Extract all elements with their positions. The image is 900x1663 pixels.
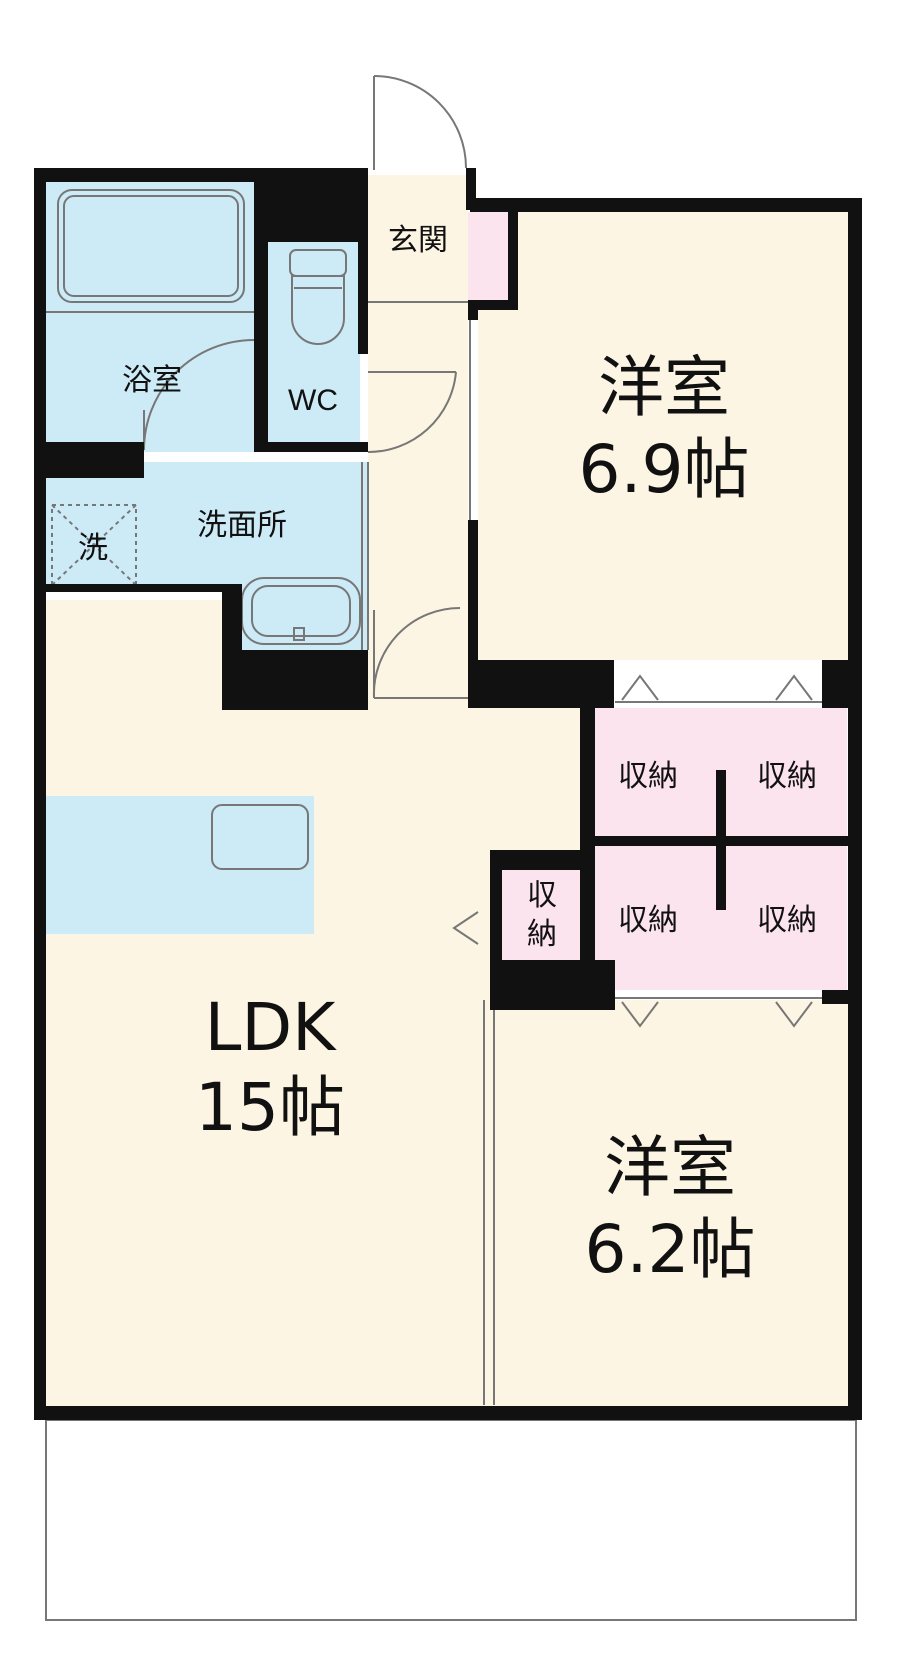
toilet-bowl [291, 275, 345, 345]
wall-shoe-cabinet-bottom [468, 300, 518, 310]
labels: 洋室 6.9帖 洋室 6.2帖 LDK 15帖 浴室 WC 洗面所 洗 玄関 収… [78, 223, 817, 1288]
storage-lower-right-label: 収納 [757, 903, 817, 938]
wall-bath-wc [254, 182, 268, 452]
wall-outer-top-left [34, 168, 368, 182]
wall-storage-left [580, 700, 595, 1005]
kitchen-counter [44, 796, 314, 934]
bathroom-label: 浴室 [122, 363, 182, 398]
wall-storage-bottom-right [822, 990, 862, 1004]
entrance-door-swing [373, 75, 467, 169]
wall-corridor-right-lower [468, 520, 478, 700]
wall-corridor-right-upper [468, 308, 478, 320]
storage-small-label-line2: 納 [527, 917, 557, 952]
closet-door-mark-2 [775, 674, 813, 701]
wall-bath-bottom [34, 442, 144, 478]
storage-lower-left-label: 収納 [618, 903, 678, 938]
washer-label: 洗 [78, 531, 108, 566]
room-fills [42, 175, 848, 1410]
wall-small-closet-bottom [490, 960, 615, 1010]
wall-outer-top-right [470, 198, 862, 212]
closet-door-mark-3 [621, 1001, 659, 1028]
wall-outer-left [34, 168, 46, 1420]
ldk-door-swing [372, 606, 461, 699]
wall-storage-mid [580, 836, 848, 846]
western-room-north-floor [478, 212, 848, 660]
ldk-size: 15帖 [195, 1069, 345, 1146]
entrance-shoe-cabinet [468, 212, 508, 304]
wall-storage-divider [716, 770, 726, 910]
wall-western-north-bottom-right [822, 660, 862, 708]
wall-bath-bottom-2 [254, 442, 368, 452]
ldk-name: LDK [205, 989, 338, 1066]
wall-small-closet-top [490, 850, 582, 870]
storage-upper-right-label: 収納 [757, 759, 817, 794]
bathroom-door-swing [143, 339, 255, 451]
toilet-floor [268, 242, 360, 452]
bathtub-inner [63, 195, 239, 297]
wc-door-swing [367, 371, 457, 454]
bathroom-floor [46, 182, 254, 452]
storage-small-label-line1: 収 [527, 878, 557, 913]
kitchen-sink [211, 804, 309, 870]
balcony [45, 1419, 857, 1621]
closet-door-mark-5 [452, 911, 479, 945]
wall-wc-top [254, 182, 368, 242]
entrance-label: 玄関 [388, 223, 448, 258]
wall-outer-right [848, 198, 862, 1420]
toilet-label: WC [288, 384, 338, 417]
storage-closet-small [502, 870, 582, 960]
western-room-south-size: 6.2帖 [585, 1211, 756, 1288]
wall-sink-bottom [222, 650, 368, 710]
washroom-label: 洗面所 [197, 508, 287, 543]
wall-outer-bottom [34, 1406, 862, 1420]
western-room-south-floor [490, 1000, 848, 1410]
walls [34, 168, 862, 1420]
western-room-north-size: 6.9帖 [579, 431, 750, 508]
washer-pan-diag2 [51, 504, 137, 586]
wall-wc-right [358, 182, 368, 354]
western-room-south-name: 洋室 [604, 1129, 736, 1206]
wall-shoe-cabinet [508, 212, 518, 308]
wall-entrance-right [466, 168, 476, 210]
wash-basin-inner [251, 585, 351, 637]
western-room-north-name: 洋室 [598, 349, 730, 426]
wash-basin-tap [293, 627, 305, 641]
closet-door-mark-4 [775, 1001, 813, 1028]
wall-washroom-bottom [34, 584, 222, 592]
washer-pan [51, 504, 137, 586]
corridor-floor [368, 175, 468, 705]
storage-upper-left-label: 収納 [618, 759, 678, 794]
bathtub [57, 189, 245, 303]
washroom-floor [46, 462, 368, 584]
closet-door-mark-1 [621, 674, 659, 701]
